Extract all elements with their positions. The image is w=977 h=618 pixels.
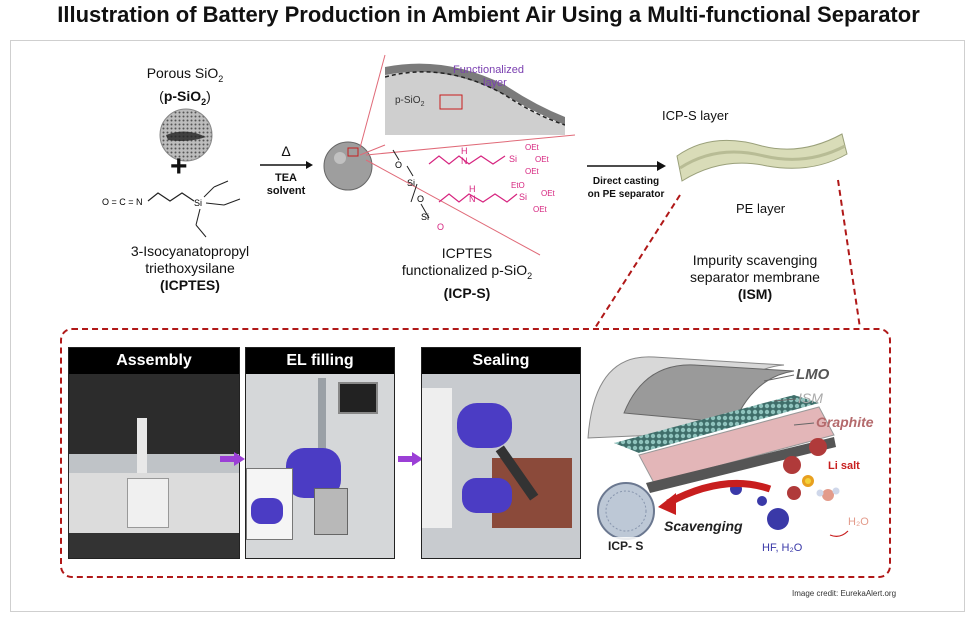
scavenging-scheme: LMO ISM Graphite Li salt H₂O ICP- S Scav… [587,356,874,554]
casting-arrow [587,161,666,171]
svg-text:layer: layer [483,77,507,89]
svg-text:ICP- S: ICP- S [608,539,643,553]
pe-layer-label: PE layer [736,201,786,216]
svg-text:H: H [469,184,476,194]
svg-text:HF, H₂O: HF, H₂O [762,542,803,554]
step-arrow-2 [398,452,423,466]
svg-text:p-SiO2: p-SiO2 [395,95,425,108]
svg-text:Si: Si [519,192,527,202]
delta-symbol: Δ [281,143,291,159]
reaction-arrow [260,161,313,169]
zoom-lines [359,54,576,256]
icps-layer-label: ICP-S layer [662,108,729,123]
svg-text:N: N [469,194,476,204]
separator-membrane [676,133,848,182]
process-box [60,328,891,578]
svg-text:O: O [417,194,424,204]
step-label-assembly: Assembly [69,348,239,374]
step-arrow-1 [220,452,245,466]
svg-text:Li salt: Li salt [828,460,860,472]
svg-text:Si: Si [194,198,202,208]
svg-text:O: O [395,160,402,170]
zoom-inset: p-SiO2 Functionalized layer [385,63,565,135]
icps-chemistry: O Si O Si H N H N Si Si OEt OEt OEt EtO … [392,143,556,232]
svg-text:ISM: ISM [798,390,823,406]
sealing-photo: Sealing [421,347,581,559]
image-credit: Image credit: EurekaAlert.org [792,589,897,598]
step-label-sealing: Sealing [422,348,580,374]
icptes-label: 3-Isocyanatopropyl triethoxysilane (ICPT… [130,243,250,293]
svg-text:H₂O: H₂O [848,516,869,528]
functionalized-sphere [323,141,373,191]
svg-text:Si: Si [421,212,429,222]
step-label-el-filling: EL filling [246,348,394,374]
svg-text:H: H [461,146,468,156]
svg-text:Functionalized: Functionalized [453,64,524,76]
svg-text:EtO: EtO [511,181,525,190]
casting-label: Direct casting on PE separator [587,176,665,200]
porous-sio2-sphere [159,108,213,162]
icptes-structure: O = C = N Si [102,180,241,238]
svg-text:OEt: OEt [525,167,540,176]
el-filling-photo: EL filling [245,347,395,559]
svg-text:Si: Si [407,178,415,188]
svg-text:Scavenging: Scavenging [664,518,743,534]
svg-text:O: O [437,222,444,232]
psio2-label: Porous SiO2 (p-SiO2) [146,65,224,107]
svg-text:OEt: OEt [541,189,556,198]
svg-text:OEt: OEt [533,205,548,214]
assembly-photo: Assembly [68,347,240,559]
icps-label: ICPTES functionalized p-SiO2 (ICP-S) [401,245,533,301]
svg-text:LMO: LMO [796,366,830,383]
svg-text:OEt: OEt [525,143,540,152]
plus-sign: + [170,150,188,183]
svg-text:Graphite: Graphite [816,414,874,430]
ism-label: Impurity scavenging separator membrane (… [690,252,820,302]
svg-text:O = C = N: O = C = N [102,197,143,207]
page-title: Illustration of Battery Production in Am… [57,2,920,27]
svg-text:N: N [461,156,468,166]
reaction-conditions: TEA solvent [266,172,306,197]
svg-text:OEt: OEt [535,155,550,164]
svg-text:Si: Si [509,154,517,164]
